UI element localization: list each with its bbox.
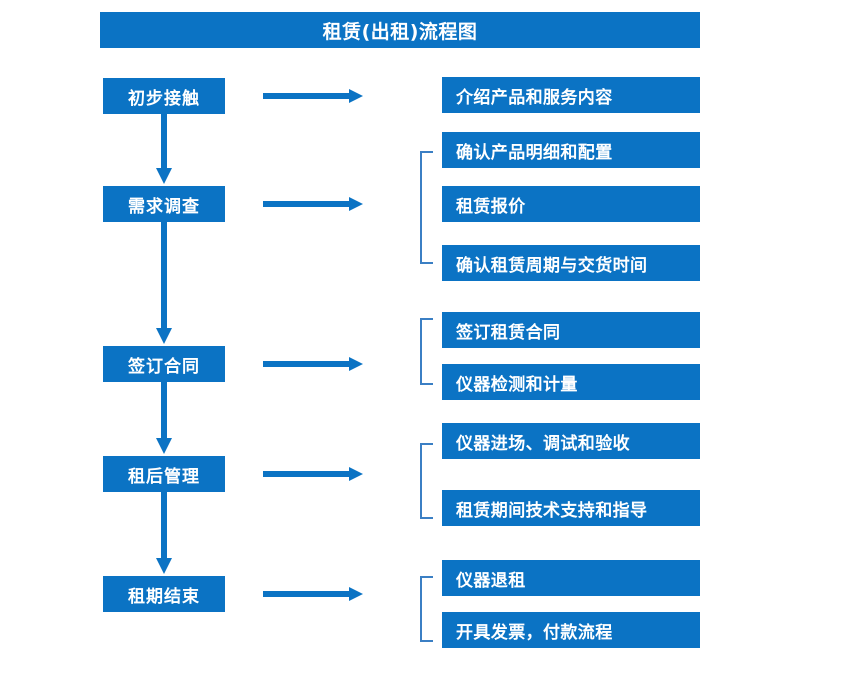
stage-node-sign-contract[interactable]: 签订合同	[103, 346, 225, 382]
horizontal-arrow-icon-5	[263, 586, 363, 601]
detail-node-sign-lease-contract[interactable]: 签订租赁合同	[442, 312, 700, 348]
group-bracket-sign-contract	[420, 318, 433, 385]
detail-label: 确认产品明细和配置	[456, 142, 613, 163]
detail-label: 租赁期间技术支持和指导	[456, 500, 648, 521]
stage-label: 初步接触	[128, 88, 200, 109]
detail-node-instrument-inspection[interactable]: 仪器检测和计量	[442, 364, 700, 400]
stage-node-lease-end[interactable]: 租期结束	[103, 576, 225, 612]
detail-node-rental-quote[interactable]: 租赁报价	[442, 186, 700, 222]
horizontal-arrow-icon-2	[263, 196, 363, 211]
horizontal-arrow-icon-3	[263, 356, 363, 371]
detail-node-confirm-lease-period[interactable]: 确认租赁周期与交货时间	[442, 245, 700, 281]
detail-label: 仪器进场、调试和验收	[456, 433, 630, 454]
horizontal-arrow-icon-4	[263, 466, 363, 481]
detail-node-instrument-entry-commissioning[interactable]: 仪器进场、调试和验收	[442, 423, 700, 459]
detail-node-technical-support[interactable]: 租赁期间技术支持和指导	[442, 490, 700, 526]
detail-label: 开具发票，付款流程	[456, 622, 613, 643]
detail-node-invoice-payment[interactable]: 开具发票，付款流程	[442, 612, 700, 648]
vertical-arrow-icon-4	[156, 492, 172, 574]
vertical-arrow-icon-2	[156, 222, 172, 344]
detail-label: 仪器检测和计量	[456, 374, 578, 395]
detail-label: 介绍产品和服务内容	[456, 87, 613, 108]
page-title: 租赁(出租)流程图	[100, 12, 700, 48]
stage-label: 租后管理	[128, 466, 200, 487]
stage-label: 租期结束	[128, 586, 200, 607]
detail-node-instrument-return[interactable]: 仪器退租	[442, 560, 700, 596]
detail-node-introduce-products[interactable]: 介绍产品和服务内容	[442, 77, 700, 113]
stage-node-needs-survey[interactable]: 需求调查	[103, 186, 225, 222]
detail-label: 签订租赁合同	[456, 322, 561, 343]
group-bracket-lease-end	[420, 576, 433, 642]
horizontal-arrow-icon-1	[263, 88, 363, 103]
group-bracket-post-rental	[420, 443, 433, 519]
vertical-arrow-icon-3	[156, 382, 172, 454]
vertical-arrow-icon-1	[156, 114, 172, 184]
stage-label: 需求调查	[128, 196, 200, 217]
detail-label: 租赁报价	[456, 196, 526, 217]
detail-label: 仪器退租	[456, 570, 526, 591]
detail-node-confirm-product-spec[interactable]: 确认产品明细和配置	[442, 132, 700, 168]
stage-node-post-rental-management[interactable]: 租后管理	[103, 456, 225, 492]
stage-label: 签订合同	[128, 356, 200, 377]
group-bracket-needs-survey	[420, 151, 433, 264]
detail-label: 确认租赁周期与交货时间	[456, 255, 648, 276]
stage-node-initial-contact[interactable]: 初步接触	[103, 78, 225, 114]
